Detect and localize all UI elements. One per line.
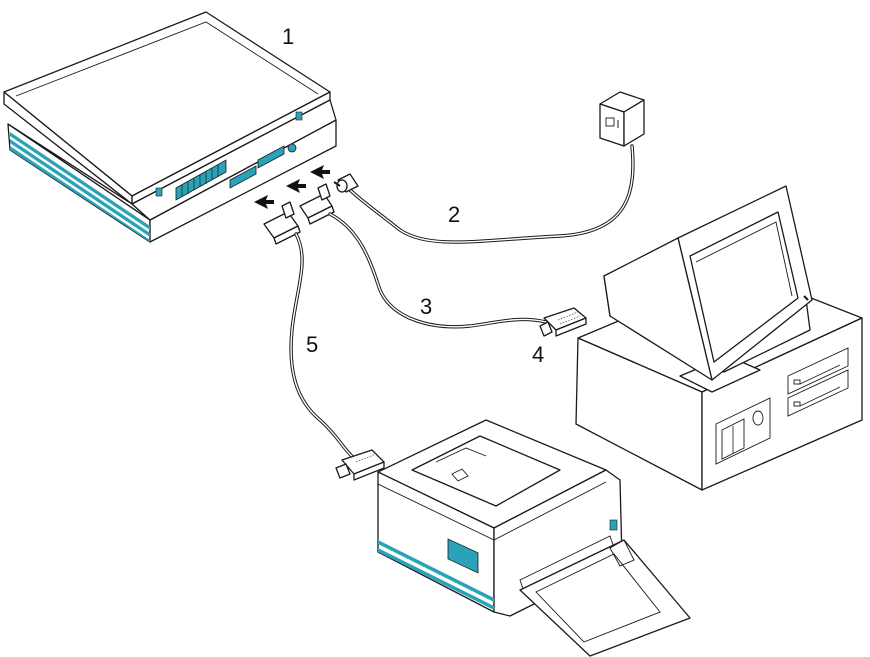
callout-computer-cable: 3 — [420, 294, 432, 319]
printer-cable — [263, 201, 385, 481]
callout-scanner: 1 — [282, 24, 294, 49]
callout-computer-port: 4 — [532, 342, 544, 367]
callout-printer-cable: 5 — [306, 332, 318, 357]
callout-power-cable: 2 — [448, 202, 460, 227]
drive-bays — [787, 347, 849, 417]
arrow-pc — [286, 179, 306, 193]
scanner-printer-port — [229, 165, 257, 189]
printer-end-connector — [335, 449, 385, 481]
computer-case-side — [701, 317, 863, 491]
monitor-screen — [689, 211, 799, 363]
scanner-power-port — [287, 143, 297, 153]
power-adapter — [333, 91, 645, 244]
computer-cable — [299, 183, 587, 337]
scanner-accent-stripes — [10, 132, 150, 242]
dc-plug — [333, 173, 359, 193]
arrow-printer — [254, 195, 274, 209]
arrow-power — [310, 165, 330, 179]
db25-connector — [539, 307, 587, 337]
computer — [575, 185, 863, 491]
printer-output-tray — [411, 435, 561, 507]
plug-in-arrows — [254, 165, 330, 209]
scanner-pc-port — [257, 145, 285, 169]
scanner — [3, 11, 337, 243]
printer-paper-tray — [519, 539, 691, 657]
printer-accent-stripes — [378, 538, 494, 610]
scanner-vent — [175, 159, 227, 201]
power-button-icon — [752, 410, 764, 426]
computer-front-panel — [715, 397, 771, 465]
printer — [377, 419, 691, 657]
